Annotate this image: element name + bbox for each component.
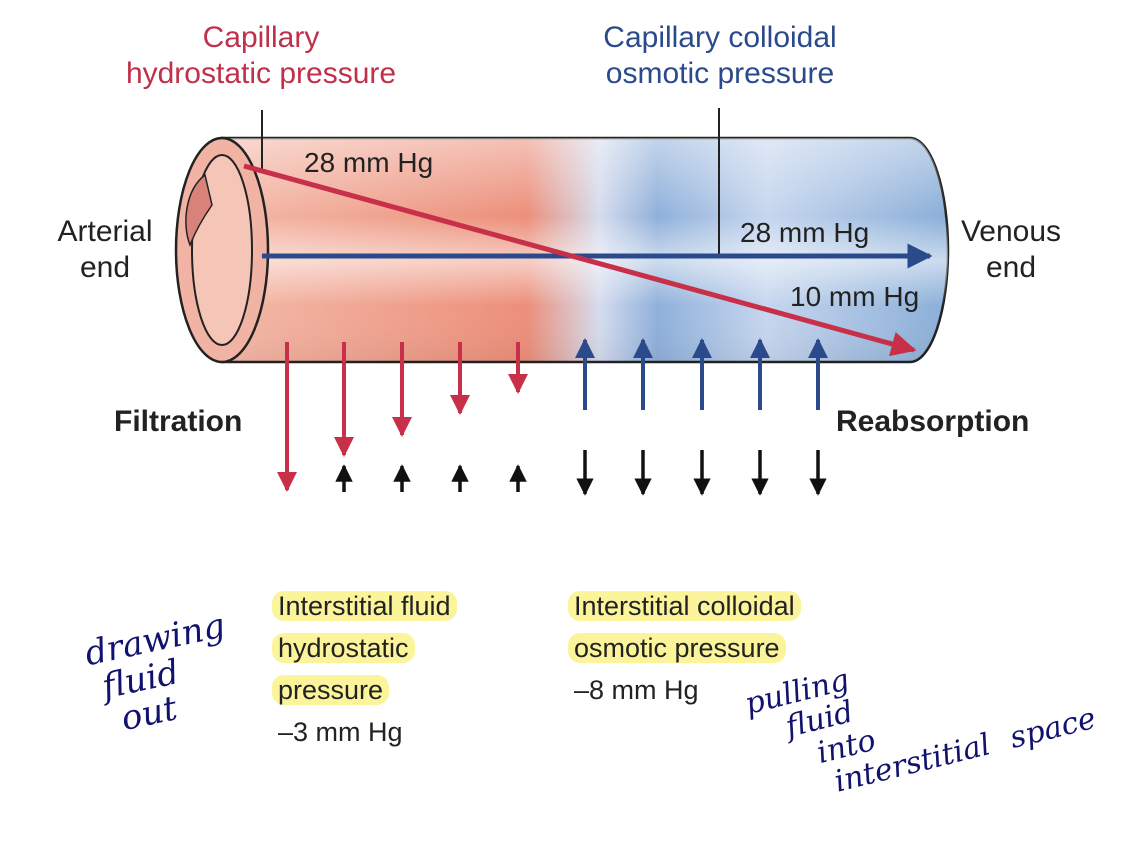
venous-end-label: Venous end	[960, 215, 1062, 284]
hydrostatic-end-value: 10 mm Hg	[790, 281, 920, 312]
highlighted-text: osmotic pressure	[568, 632, 786, 663]
interstitial-arrows	[335, 450, 827, 496]
interstitial-hydrostatic-label: Interstitial fluid hydrostatic pressure …	[272, 586, 457, 753]
reabsorption-label: Reabsorption	[836, 405, 1030, 438]
tube-opening	[174, 136, 270, 364]
hydrostatic-pressure-arrow	[243, 163, 917, 357]
highlighted-text: Interstitial colloidal	[568, 591, 801, 621]
arterial-end-label: Arterial end	[57, 215, 153, 284]
filtration-label: Filtration	[114, 405, 243, 438]
highlighted-text: hydrostatic	[272, 632, 415, 663]
highlighted-text: Interstitial fluid	[272, 591, 457, 621]
capillary-hydrostatic-title: Capillary hydrostatic pressure	[125, 21, 397, 90]
highlighted-text: pressure	[272, 674, 390, 705]
hydrostatic-start-value: 28 mm Hg	[304, 147, 434, 178]
capillary-tube	[220, 136, 950, 364]
filtration-arrows	[277, 342, 528, 492]
interstitial-osmotic-label: Interstitial colloidal osmotic pressure …	[568, 586, 801, 712]
capillary-osmotic-title: Capillary colloidal osmotic pressure	[603, 21, 837, 90]
reabsorption-arrows	[575, 338, 828, 410]
osmotic-value: 28 mm Hg	[740, 217, 870, 248]
